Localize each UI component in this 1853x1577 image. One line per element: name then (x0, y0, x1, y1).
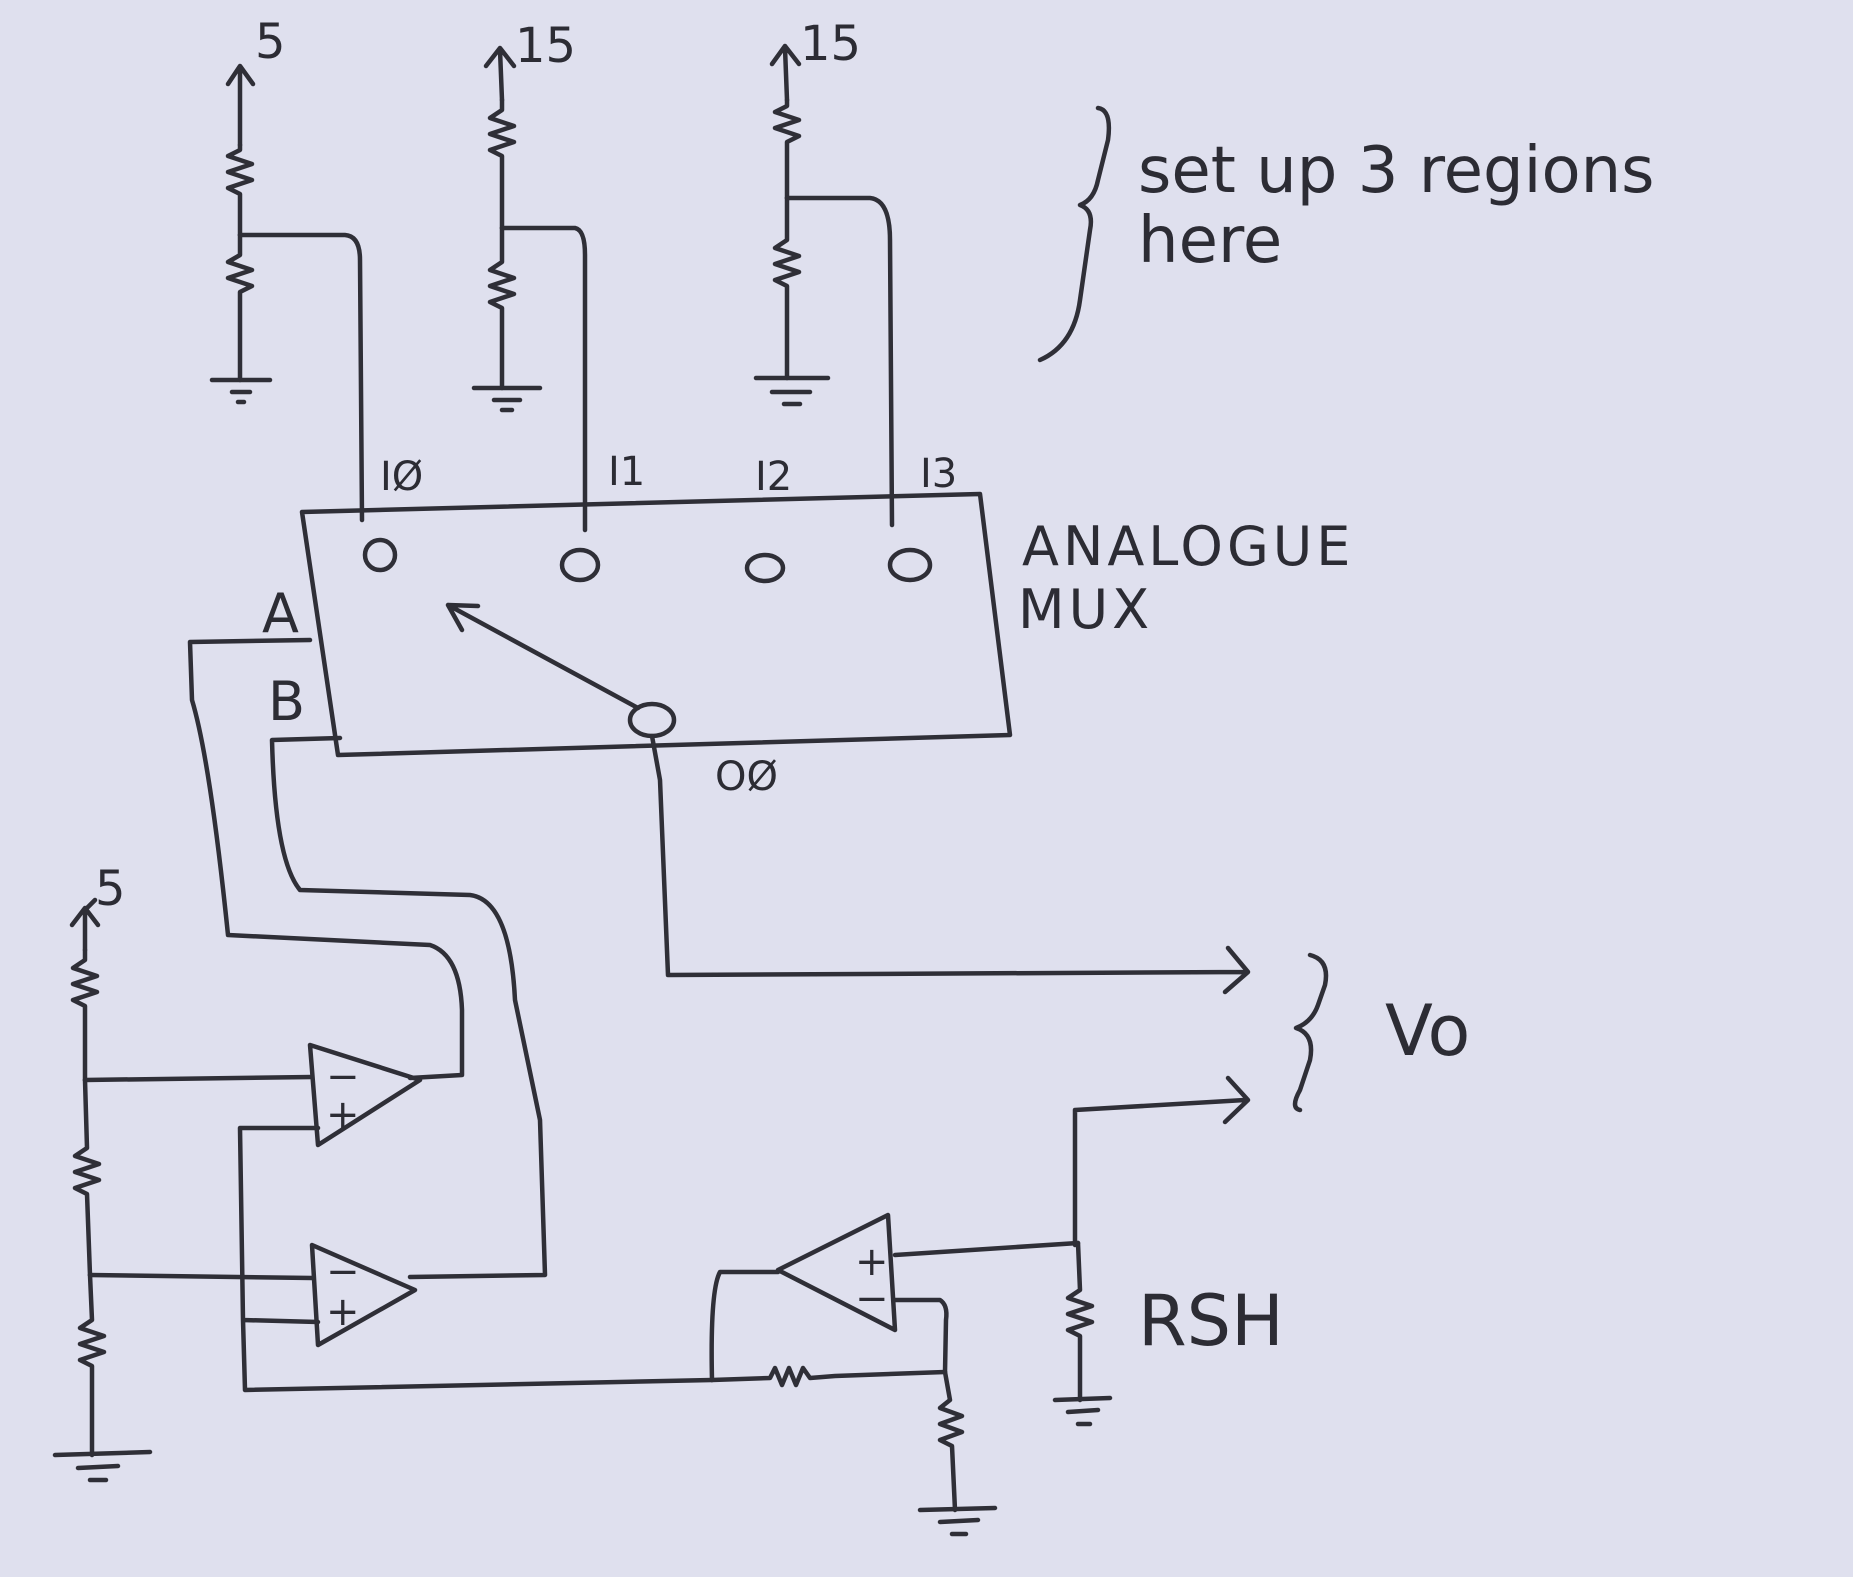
brace-vo (1292, 952, 1329, 1113)
wire-sense-to-comparators (237, 1125, 715, 1393)
mux-box (299, 491, 1013, 758)
comparator-lower-body (309, 1242, 418, 1348)
resistor-gain (937, 1369, 965, 1513)
ground-mid (471, 385, 543, 413)
ground-right (753, 375, 831, 407)
resistor-ladder-top (70, 947, 100, 1083)
resistor-lower-left (225, 232, 255, 383)
note-line-2: here (1138, 204, 1282, 278)
wire-select-b (269, 735, 548, 1280)
mux-input-label-i3: I3 (920, 451, 957, 497)
mux-input-node-i1 (559, 547, 601, 583)
select-label-a: A (262, 582, 303, 645)
supply-arrow-mid (483, 45, 517, 103)
comparator-upper: − + (307, 1042, 423, 1148)
brace-regions (1037, 105, 1112, 363)
mux-input-label-i2: I2 (755, 454, 792, 500)
resistor-upper-left (225, 142, 255, 238)
divider-right (753, 43, 895, 528)
comparator-upper-plus: + (326, 1092, 360, 1138)
mux-input-node-i2 (744, 552, 786, 584)
supply-label-lower-left: 5 (95, 861, 126, 917)
comparator-lower: − + (309, 1242, 418, 1348)
supply-arrow-right (769, 43, 802, 103)
divider-mid (471, 45, 588, 533)
sense-amp-minus: − (855, 1276, 889, 1322)
mux-input-node-i0 (362, 537, 398, 573)
sense-amp-body (775, 1212, 898, 1333)
wire-sense-output (1072, 1075, 1251, 1248)
wire-i1 (499, 225, 588, 533)
mux-input-node-i3 (887, 547, 933, 583)
wire-select-a (187, 637, 465, 1081)
resistor-lower-mid (487, 225, 517, 391)
wire-i3 (784, 195, 895, 528)
resistor-ladder-bottom (77, 1272, 107, 1458)
note-line-1: set up 3 regions (1138, 134, 1655, 208)
mux-input-label-i0: IØ (380, 454, 423, 500)
ground-ladder (52, 1449, 153, 1483)
wire-sense-amp-out (709, 1269, 781, 1383)
wire-ref-high (82, 1074, 315, 1083)
resistor-upper-right (772, 97, 802, 201)
ground-gain (917, 1505, 998, 1537)
ground-left (209, 377, 273, 405)
wire-sense-amp-minus (892, 1297, 949, 1375)
comparator-upper-body (307, 1042, 423, 1148)
sense-amp-plus: + (855, 1239, 889, 1285)
supply-label-left: 5 (255, 14, 286, 70)
divider-left (209, 63, 365, 523)
resistor-shunt (1065, 1240, 1095, 1403)
comparator-lower-minus: − (326, 1249, 360, 1295)
output-label-vo: Vo (1385, 990, 1470, 1072)
mux-wiper (445, 602, 641, 711)
resistor-lower-right (772, 195, 802, 381)
analogue-mux (299, 491, 1013, 758)
supply-arrow-left (225, 63, 256, 148)
resistor-upper-mid (487, 97, 517, 231)
wire-mux-output (649, 733, 1251, 995)
mux-label-line2: MUX (1018, 578, 1153, 641)
supply-label-mid: 15 (515, 18, 576, 74)
mux-input-label-i1: I1 (608, 449, 645, 495)
wire-ref-low (87, 1272, 315, 1281)
comparator-upper-minus: − (326, 1054, 360, 1100)
wire-sense-amp-plus (892, 1240, 1081, 1258)
ground-shunt (1052, 1395, 1113, 1427)
resistor-feedback (709, 1365, 948, 1388)
resistor-ladder-mid (72, 1077, 102, 1278)
comparator-lower-plus: + (326, 1289, 360, 1335)
supply-arrow-lower-left (69, 897, 101, 953)
sense-resistor-label: RSH (1138, 1280, 1284, 1362)
sense-amplifier: + − (775, 1212, 898, 1333)
wire-i0 (237, 232, 365, 523)
select-label-b: B (268, 670, 309, 733)
supply-label-right: 15 (800, 16, 861, 72)
mux-output-label: OØ (715, 754, 778, 800)
mux-label-line1: ANALOGUE (1022, 515, 1354, 578)
